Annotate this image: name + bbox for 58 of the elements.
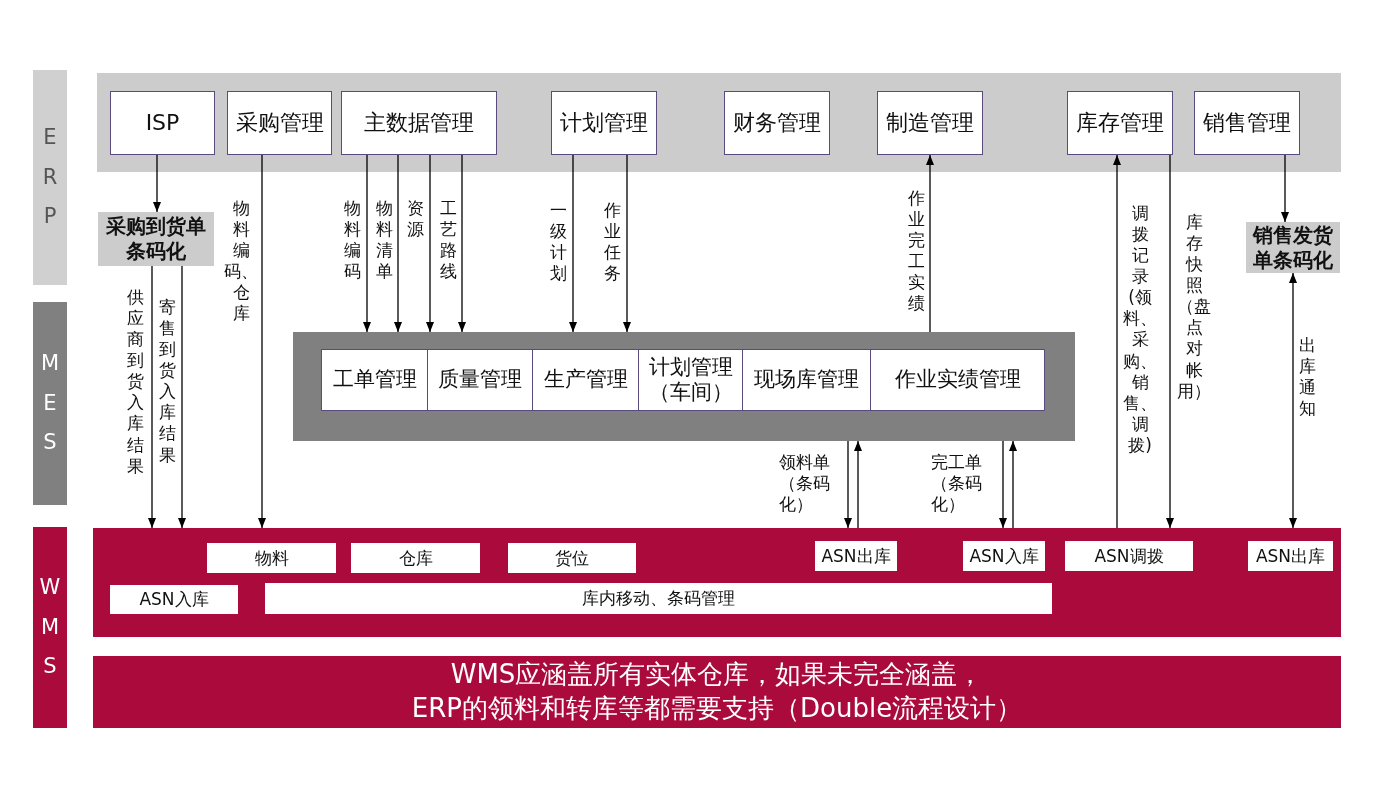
module-box: 财务管理: [724, 91, 830, 155]
arrow: [844, 440, 852, 529]
layer-label-bar: ERP: [33, 70, 67, 285]
function-box: ASN调拨: [1065, 541, 1193, 571]
process-box: 销售发货单条码化: [1246, 222, 1340, 273]
function-box: ASN出库: [815, 541, 897, 571]
arrow: [426, 154, 434, 333]
arrow: [458, 154, 466, 333]
module-box: ISP: [110, 91, 215, 155]
function-box: 仓库: [351, 543, 480, 573]
function-box: ASN出库: [1248, 541, 1333, 571]
double-arrow: [1289, 272, 1297, 529]
module-box: 主数据管理: [341, 91, 497, 155]
layer-band: [97, 73, 1341, 172]
module-box: 质量管理: [427, 349, 533, 411]
arrow: [363, 154, 371, 333]
layer-label-bar: WMS: [33, 527, 67, 728]
arrow: [926, 154, 934, 333]
arrow: [1166, 154, 1174, 529]
layer-band: [293, 332, 1075, 441]
edge-label: 供应商到货入库结果: [127, 287, 144, 477]
module-box: 制造管理: [877, 91, 983, 155]
layer-band: [93, 528, 1341, 637]
function-box: ASN入库: [963, 541, 1045, 571]
module-box: 库存管理: [1067, 91, 1173, 155]
module-box: 生产管理: [532, 349, 639, 411]
arrow: [1009, 440, 1017, 529]
process-box: 采购到货单条码化: [98, 212, 214, 266]
arrow: [148, 265, 156, 529]
function-box: 货位: [508, 543, 636, 573]
arrow: [258, 154, 266, 529]
arrow: [623, 154, 631, 333]
edge-label: 作业完工实绩: [908, 188, 925, 315]
arrow: [178, 265, 186, 529]
arrow: [854, 440, 862, 529]
edge-label: 寄售到货入库结果: [159, 297, 176, 466]
edge-label: 库存快照（盘点对帐用）: [1177, 212, 1211, 402]
arrow: [569, 154, 577, 333]
module-box: 销售管理: [1194, 91, 1300, 155]
edge-label: 物料编码: [344, 198, 361, 283]
function-box: ASN入库: [110, 585, 238, 614]
function-box: 物料: [207, 543, 336, 573]
module-box: 作业实绩管理: [870, 349, 1045, 411]
arrow: [153, 154, 161, 213]
arrow: [999, 440, 1007, 529]
edge-label: 作业任务: [604, 200, 621, 285]
arrow: [1113, 154, 1121, 529]
module-box: 计划管理（车间）: [638, 349, 743, 411]
edge-label: 资源: [407, 198, 424, 241]
note-banner: WMS应涵盖所有实体仓库，如果未完全涵盖，ERP的领料和转库等都需要支持（Double流程设计）: [93, 656, 1341, 728]
function-box: 库内移动、条码管理: [265, 583, 1052, 614]
module-box: 采购管理: [227, 91, 332, 155]
module-box: 工单管理: [321, 349, 428, 411]
layer-label-bar: MES: [33, 302, 67, 505]
arrow: [394, 154, 402, 333]
module-box: 现场库管理: [742, 349, 871, 411]
module-box: 计划管理: [551, 91, 657, 155]
arrow: [1281, 154, 1289, 223]
